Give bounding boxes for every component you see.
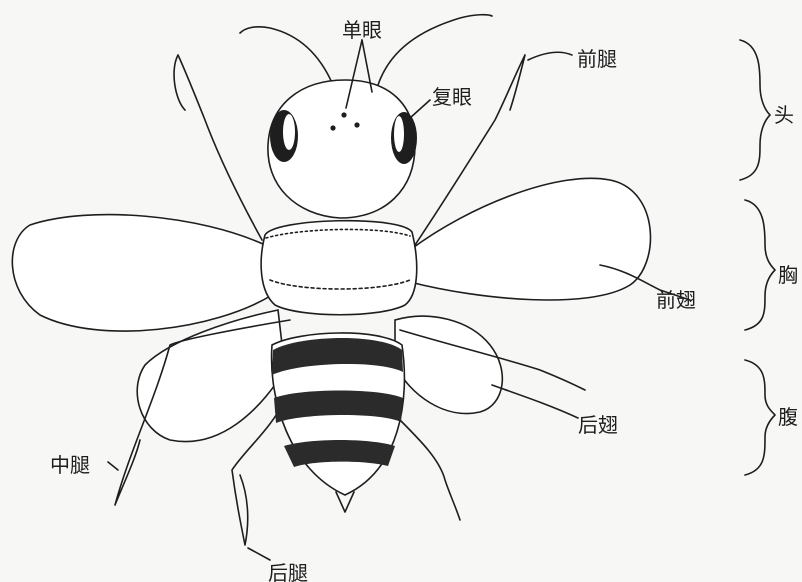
label-region-thorax: 胸 (778, 263, 798, 287)
label-hindwing: 后翅 (578, 413, 618, 437)
label-midleg: 中腿 (50, 453, 90, 477)
right-antenna (378, 15, 492, 85)
leader-hindleg (248, 548, 270, 560)
brace-abdomen (745, 360, 775, 475)
right-compound-eye-highlight (394, 116, 404, 152)
label-hindleg: 后腿 (268, 561, 308, 582)
left-antenna (240, 27, 333, 85)
brace-thorax (745, 200, 775, 330)
leader-compound-eye (410, 100, 430, 118)
thorax (261, 221, 417, 315)
label-forewing: 前翅 (656, 288, 696, 312)
label-compound-eye: 复眼 (432, 85, 472, 109)
label-region-abdomen: 腹 (778, 405, 798, 429)
left-compound-eye-highlight (283, 114, 295, 150)
left-forewing (12, 215, 272, 331)
simple-eye-2 (341, 112, 346, 117)
label-region-head: 头 (774, 103, 794, 127)
label-simple-eye: 单眼 (342, 18, 382, 42)
right-hindwing (395, 316, 502, 413)
leader-hindwing (492, 385, 578, 418)
leader-foreleg (528, 52, 572, 60)
right-hindleg (400, 420, 460, 520)
simple-eye-3 (354, 122, 359, 127)
brace-head (740, 40, 770, 180)
leader-midleg (108, 462, 118, 470)
label-foreleg: 前腿 (577, 47, 617, 71)
simple-eye-1 (330, 125, 335, 130)
left-foreleg (174, 55, 262, 240)
